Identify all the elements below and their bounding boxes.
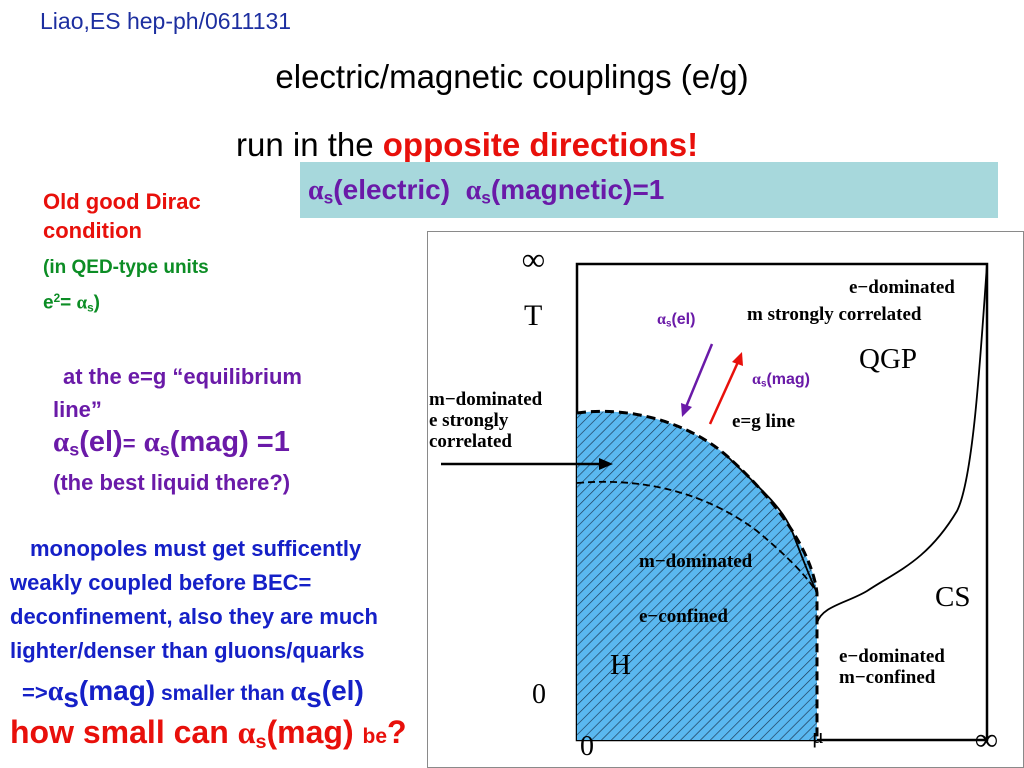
units-close: ) — [93, 292, 100, 314]
m-dominated-confined-2: e−confined — [639, 606, 728, 627]
equil-el: (el) — [79, 426, 123, 458]
equil-formula: αs(el)= αs(mag) =1 — [53, 426, 423, 466]
citation: Liao,ES hep-ph/0611131 — [40, 8, 292, 34]
e-dom-conf-line-1: e−dominated — [839, 646, 945, 667]
equil-line-4: (the best liquid there?) — [53, 470, 291, 496]
how-small-prefix: how small can — [10, 714, 238, 750]
mono-line-3: deconfinement, also they are much — [10, 604, 378, 629]
m-dom-line-3: correlated — [429, 431, 512, 452]
mono-el: (el) — [321, 675, 364, 706]
alpha-el-text: (el) — [671, 311, 696, 328]
m-dom-line-1: m−dominated — [429, 389, 543, 410]
alpha-sub: s — [63, 682, 79, 713]
dirac-line-2: condition — [43, 218, 142, 243]
title-line-1: electric/magnetic couplings (e/g) — [275, 58, 749, 95]
inner-dashed-curve — [576, 480, 818, 594]
cs-boundary — [816, 263, 988, 624]
dirac-units: (in QED-type units e2= αs) — [43, 252, 209, 323]
alpha-mag-arrow-head — [732, 352, 743, 366]
alpha-sub: s — [323, 187, 334, 208]
m-dominated-confined-1: m−dominated — [639, 551, 753, 572]
mu-zero: 0 — [580, 731, 594, 762]
alpha-symbol: α — [143, 426, 160, 458]
t-zero: 0 — [532, 679, 546, 710]
equil-eq: = — [122, 431, 136, 456]
dirac-line-1: Old good Dirac — [43, 189, 201, 214]
how-small-mag: (mag) — [266, 714, 354, 750]
alpha-el-label: αs(el) — [657, 311, 695, 329]
units-eq: = — [60, 292, 77, 314]
pointer-arrow-head — [599, 458, 613, 470]
units-line-2: e2= αs) — [43, 283, 209, 323]
eg-line-label: e=g line — [732, 411, 796, 432]
how-small-question: how small can αs(mag) be? — [10, 714, 407, 754]
t-axis-label: T — [524, 299, 543, 332]
how-small-q: ? — [387, 714, 407, 750]
alpha-sub: s — [481, 187, 491, 208]
phase-diagram: ∞ T 0 0 μ ∞ e−dominated m strongly corre… — [427, 231, 1024, 768]
how-small-be: be — [362, 725, 388, 748]
alpha-sub: s — [159, 439, 170, 460]
solid-curve — [726, 455, 818, 594]
alpha-symbol: α — [76, 292, 88, 314]
e-dominated-confined-label: e−dominated m−confined — [839, 646, 945, 688]
m-dominated-correlated-label: m−dominated e strongly correlated — [429, 389, 543, 452]
m-dom-line-2: e strongly — [429, 410, 509, 431]
alpha-symbol: α — [53, 426, 70, 458]
dirac-condition: Old good Dirac condition — [43, 187, 283, 245]
alpha-el-arrow-line — [684, 343, 714, 408]
e-dom-conf-line-2: m−confined — [839, 667, 936, 688]
units-sup: 2 — [53, 292, 61, 305]
mu-infinity: ∞ — [975, 721, 998, 757]
mono-line-4: lighter/denser than gluons/quarks — [10, 638, 365, 663]
alpha-sub: s — [87, 301, 94, 315]
alpha-symbol: α — [308, 175, 324, 206]
title-line-2-prefix: run in the — [236, 126, 383, 163]
alpha-symbol: α — [752, 371, 761, 388]
h-label: H — [610, 649, 631, 681]
e-dominated-label-2: m strongly correlated — [747, 304, 922, 325]
phase-diagram-svg — [427, 231, 1024, 768]
cs-label: CS — [935, 581, 971, 613]
e-dominated-label-1: e−dominated — [849, 277, 955, 298]
alpha-electric: (electric) — [333, 174, 451, 205]
alpha-sub: s — [665, 318, 672, 330]
mono-smaller: smaller than — [155, 682, 291, 705]
qgp-label: QGP — [859, 343, 918, 375]
mono-mag: (mag) — [78, 675, 156, 706]
equil-one: =1 — [248, 426, 290, 458]
alpha-sub: s — [255, 730, 267, 753]
mono-line-2: weakly coupled before BEC= — [10, 570, 312, 595]
alpha-magnetic: (magnetic)=1 — [490, 174, 665, 205]
mu-axis-label: μ — [812, 723, 824, 748]
alpha-symbol: α — [465, 175, 482, 206]
alpha-symbol: α — [237, 714, 256, 750]
alpha-mag-text: (mag) — [766, 371, 811, 388]
units-line-1: (in QED-type units — [43, 257, 209, 278]
mono-arrow: => — [22, 680, 48, 705]
units-e: e — [43, 292, 54, 314]
alpha-mag-label: αs(mag) — [752, 371, 810, 389]
alpha-sub: s — [69, 439, 80, 460]
alpha-symbol: α — [290, 676, 307, 707]
title-highlight: opposite directions! — [382, 126, 699, 163]
equil-line-1: at the e=g “equilibrium — [63, 364, 302, 389]
title-line-2: run in the opposite directions! — [236, 126, 698, 164]
alpha-symbol: α — [47, 676, 64, 707]
alpha-sub: s — [306, 682, 322, 713]
equil-mag: (mag) — [169, 426, 249, 458]
hadron-region — [577, 411, 817, 740]
alpha-relation-box: αs(electric) αs(magnetic)=1 — [300, 162, 998, 218]
mono-line-5: =>αs(mag) smaller than αs(el) — [10, 674, 530, 715]
equil-line-2: line” — [53, 397, 102, 422]
alpha-mag-arrow-line — [708, 361, 740, 425]
alpha-symbol: α — [657, 311, 666, 328]
alpha-sub: s — [760, 378, 767, 390]
mono-line-1: monopoles must get sufficently — [30, 536, 362, 561]
monopoles-note: monopoles must get sufficently weakly co… — [10, 532, 530, 715]
t-infinity: ∞ — [522, 241, 545, 277]
alpha-el-arrow-head — [681, 403, 692, 417]
equilibrium-note: at the e=g “equilibrium line” αs(el)= αs… — [53, 360, 423, 499]
